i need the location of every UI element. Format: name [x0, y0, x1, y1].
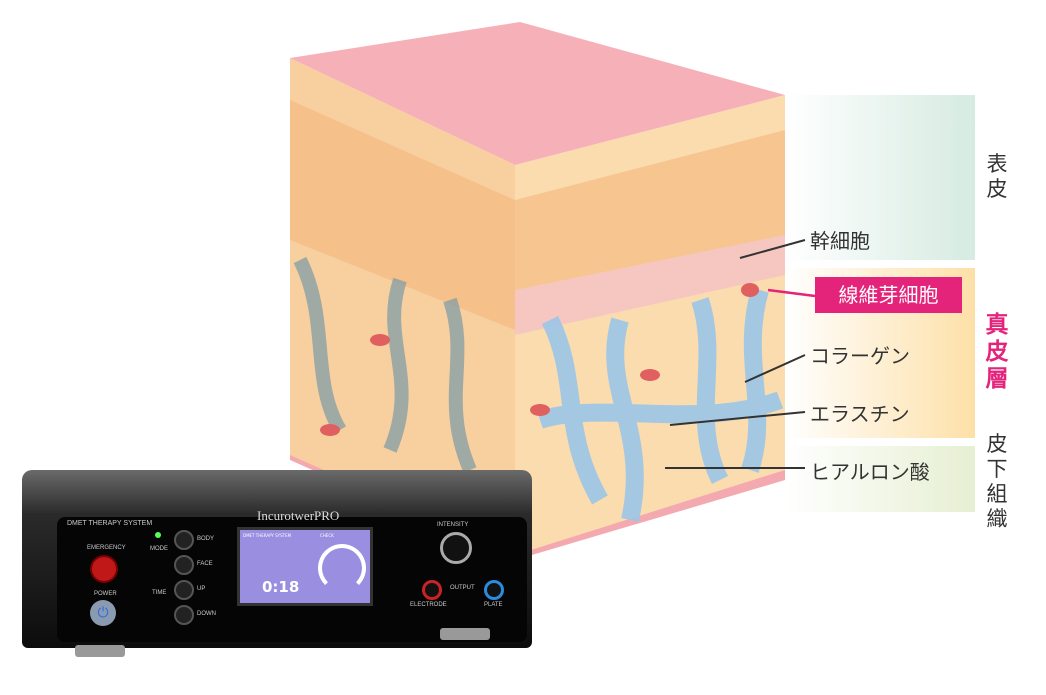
up-label: UP — [197, 586, 206, 592]
screen-title: DMET THERAPY SYSTEM — [243, 533, 292, 538]
emergency-button[interactable] — [90, 555, 118, 583]
body-label: BODY — [197, 536, 215, 542]
face-button[interactable] — [174, 555, 194, 575]
subcutaneous-band — [785, 446, 975, 512]
label-fibroblast: 線維芽細胞 — [815, 277, 962, 313]
emergency-label: EMERGENCY — [87, 545, 126, 551]
device-foot — [75, 645, 125, 657]
face-label: FACE — [197, 561, 213, 567]
electrode-jack[interactable] — [422, 580, 442, 600]
plate-jack[interactable] — [484, 580, 504, 600]
plate-label: PLATE — [484, 602, 503, 608]
label-stem-cell: 幹細胞 — [810, 229, 870, 253]
device-system-label: DMET THERAPY SYSTEM — [67, 520, 153, 527]
device-foot — [440, 628, 490, 640]
therapy-device: DMET THERAPY SYSTEM IncurotwerPRO EMERGE… — [22, 470, 532, 648]
power-button[interactable]: ⏻ — [90, 600, 116, 626]
output-label: OUTPUT — [450, 585, 475, 591]
power-label: POWER — [94, 591, 117, 597]
layer-subcutaneous: 皮下組織 — [986, 432, 1008, 531]
up-button[interactable] — [174, 580, 194, 600]
epidermis-band — [785, 95, 975, 260]
label-elastin: エラスチン — [810, 402, 910, 426]
intensity-knob[interactable] — [440, 532, 472, 564]
layer-epidermis: 表皮 — [986, 152, 1008, 201]
body-button[interactable] — [174, 530, 194, 550]
layer-dermis: 真皮層 — [985, 312, 1009, 392]
status-led — [155, 532, 161, 538]
mode-label: MODE — [150, 546, 168, 552]
electrode-label: ELECTRODE — [410, 602, 447, 608]
screen-timer: 0:18 — [262, 578, 300, 596]
intensity-label: INTENSITY — [437, 522, 469, 528]
device-logo: IncurotwerPRO — [257, 508, 340, 523]
screen-check: CHECK — [320, 533, 334, 538]
down-label: DOWN — [197, 611, 216, 617]
label-hyaluronic-acid: ヒアルロン酸 — [810, 460, 930, 484]
down-button[interactable] — [174, 605, 194, 625]
label-collagen: コラーゲン — [810, 344, 910, 368]
time-label: TIME — [152, 590, 167, 596]
lcd-screen: DMET THERAPY SYSTEM CHECK 0:18 — [237, 527, 373, 606]
